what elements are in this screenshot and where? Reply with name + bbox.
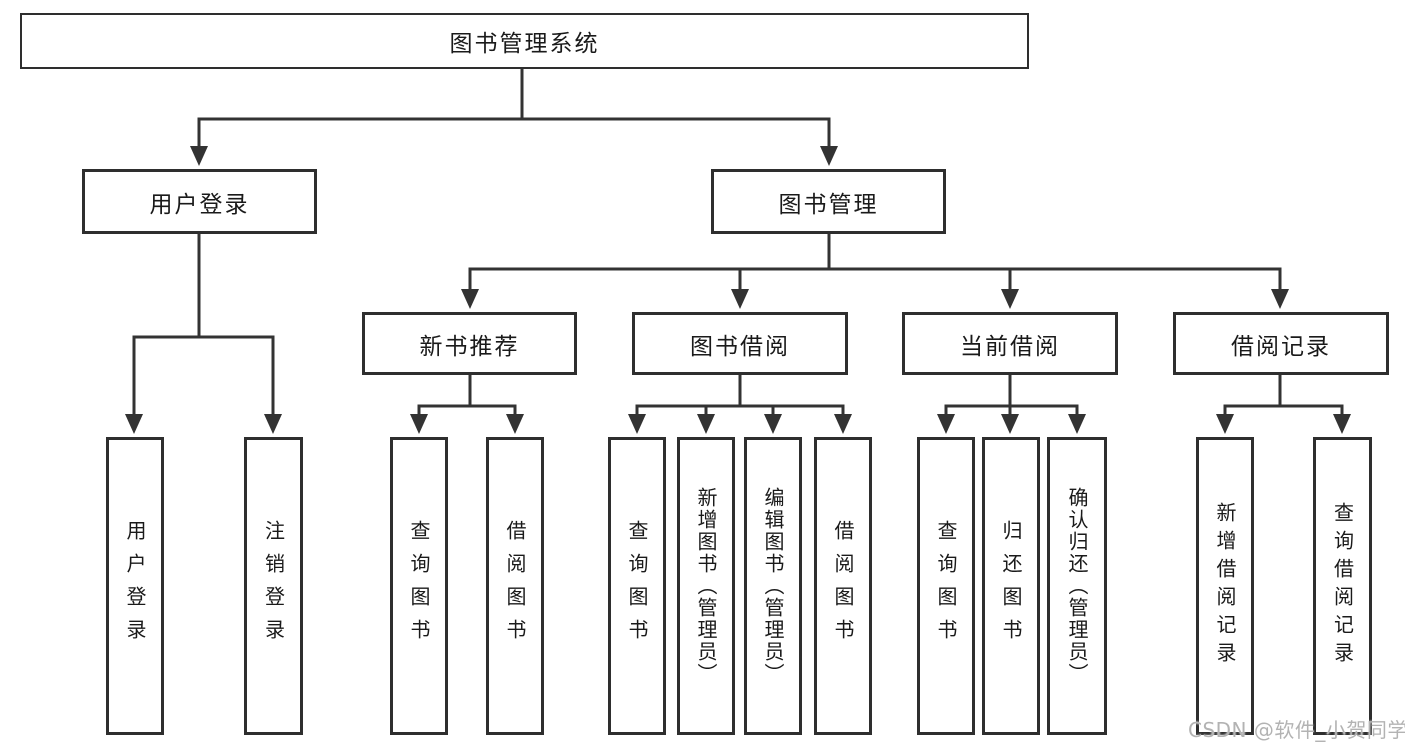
node-root-label: 图书管理系统 bbox=[449, 31, 600, 57]
node-new-book-recommend: 新书推荐 bbox=[362, 312, 577, 375]
node-leaf-logout: 注销登录 bbox=[244, 437, 303, 735]
csdn-watermark: CSDN @软件_小贺同学 bbox=[1188, 718, 1405, 742]
connector-recommend-children bbox=[410, 373, 524, 434]
node-leaf-borrow-edit-book-label: 编辑图书（管理员） bbox=[761, 487, 785, 685]
connector-current-children bbox=[937, 373, 1086, 434]
node-leaf-borrow-borrow-book-label: 借阅图书 bbox=[831, 520, 855, 652]
node-leaf-recommend-borrow-book: 借阅图书 bbox=[486, 437, 544, 735]
node-leaf-recommend-borrow-book-label: 借阅图书 bbox=[503, 520, 527, 652]
node-leaf-records-add-record: 新增借阅记录 bbox=[1196, 437, 1254, 735]
node-book-borrow: 图书借阅 bbox=[632, 312, 848, 375]
connector-borrow-children bbox=[628, 373, 852, 434]
node-root: 图书管理系统 bbox=[20, 13, 1029, 69]
node-leaf-borrow-query-book-label: 查询图书 bbox=[625, 520, 649, 652]
connector-user-login-children bbox=[125, 232, 282, 434]
node-leaf-recommend-query-book: 查询图书 bbox=[390, 437, 448, 735]
node-leaf-current-confirm-return: 确认归还（管理员） bbox=[1047, 437, 1107, 735]
node-leaf-current-return-book-label: 归还图书 bbox=[999, 520, 1023, 652]
connector-root-to-level2 bbox=[190, 67, 838, 166]
node-leaf-current-query-book: 查询图书 bbox=[917, 437, 975, 735]
node-leaf-borrow-add-book-label: 新增图书（管理员） bbox=[694, 487, 718, 685]
node-user-login-group: 用户登录 bbox=[82, 169, 317, 234]
connector-book-management-children bbox=[461, 232, 1289, 309]
node-leaf-borrow-edit-book: 编辑图书（管理员） bbox=[744, 437, 802, 735]
node-user-login-group-label: 用户登录 bbox=[149, 191, 250, 218]
node-leaf-recommend-query-book-label: 查询图书 bbox=[407, 520, 431, 652]
node-leaf-user-login: 用户登录 bbox=[106, 437, 164, 735]
node-book-management-label: 图书管理 bbox=[778, 191, 879, 218]
connector-records-children bbox=[1216, 373, 1351, 434]
node-borrow-records-label: 借阅记录 bbox=[1231, 333, 1331, 360]
node-current-borrow: 当前借阅 bbox=[902, 312, 1118, 375]
node-borrow-records: 借阅记录 bbox=[1173, 312, 1389, 375]
node-leaf-current-confirm-return-label: 确认归还（管理员） bbox=[1065, 487, 1089, 685]
node-leaf-records-add-record-label: 新增借阅记录 bbox=[1213, 502, 1237, 670]
node-leaf-current-return-book: 归还图书 bbox=[982, 437, 1040, 735]
node-leaf-logout-label: 注销登录 bbox=[261, 520, 286, 652]
node-leaf-records-query-record: 查询借阅记录 bbox=[1313, 437, 1372, 735]
node-leaf-borrow-borrow-book: 借阅图书 bbox=[814, 437, 872, 735]
node-leaf-current-query-book-label: 查询图书 bbox=[934, 520, 958, 652]
node-current-borrow-label: 当前借阅 bbox=[960, 333, 1060, 360]
node-leaf-borrow-add-book: 新增图书（管理员） bbox=[677, 437, 735, 735]
node-book-borrow-label: 图书借阅 bbox=[690, 333, 790, 360]
node-new-book-recommend-label: 新书推荐 bbox=[419, 333, 520, 360]
node-leaf-borrow-query-book: 查询图书 bbox=[608, 437, 666, 735]
node-book-management: 图书管理 bbox=[711, 169, 946, 234]
node-leaf-user-login-label: 用户登录 bbox=[123, 520, 147, 652]
node-leaf-records-query-record-label: 查询借阅记录 bbox=[1330, 502, 1355, 670]
